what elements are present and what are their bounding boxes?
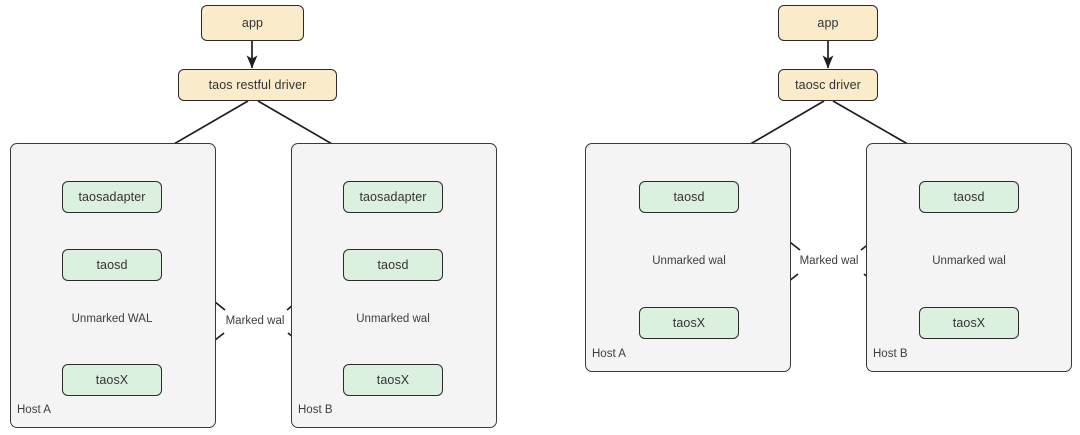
node-label: taosd: [673, 189, 705, 204]
node-label: app: [817, 15, 839, 30]
node-label: taosX: [672, 315, 706, 330]
edge-label-marked-wal-left: Marked wal: [223, 314, 287, 328]
node-label: taosX: [376, 372, 410, 387]
host-label-a-right: Host A: [592, 348, 626, 360]
edge-label-marked-wal-right: Marked wal: [797, 254, 861, 268]
node-taosx-host-b-left[interactable]: taosX: [343, 364, 443, 396]
node-driver-right[interactable]: taosc driver: [778, 69, 878, 101]
node-taosx-host-a-right[interactable]: taosX: [639, 307, 739, 339]
node-taosx-host-b-right[interactable]: taosX: [919, 307, 1019, 339]
host-label-b-right: Host B: [873, 348, 908, 360]
host-label-a-left: Host A: [17, 404, 51, 416]
edge-label-unmarked-wal-host-b-right: Unmarked wal: [930, 254, 1008, 268]
node-taosd-host-b-right[interactable]: taosd: [919, 181, 1019, 213]
edge-label-unmarked-wal-host-b-left: Unmarked wal: [354, 312, 432, 326]
node-label: taos restful driver: [208, 77, 307, 92]
node-label: taosX: [952, 315, 986, 330]
edge-label-unmarked-wal-host-a-left: Unmarked WAL: [69, 312, 155, 326]
node-label: taosd: [953, 189, 985, 204]
host-label-b-left: Host B: [298, 404, 333, 416]
node-taosx-host-a-left[interactable]: taosX: [62, 364, 162, 396]
node-app-left[interactable]: app: [201, 5, 304, 41]
node-taosadapter-host-a-left[interactable]: taosadapter: [62, 181, 162, 213]
node-label: app: [241, 15, 264, 30]
node-label: taosd: [96, 257, 128, 272]
node-taosd-host-b-left[interactable]: taosd: [343, 249, 443, 281]
node-label: taosd: [377, 257, 409, 272]
node-taosd-host-a-right[interactable]: taosd: [639, 181, 739, 213]
node-taosd-host-a-left[interactable]: taosd: [62, 249, 162, 281]
node-label: taosadapter: [78, 189, 146, 204]
node-app-right[interactable]: app: [778, 5, 878, 41]
node-label: taosadapter: [359, 189, 427, 204]
node-label: taosX: [95, 372, 129, 387]
edge-label-unmarked-wal-host-a-right: Unmarked wal: [650, 254, 728, 268]
node-driver-left[interactable]: taos restful driver: [178, 69, 337, 101]
node-label: taosc driver: [795, 77, 861, 92]
node-taosadapter-host-b-left[interactable]: taosadapter: [343, 181, 443, 213]
